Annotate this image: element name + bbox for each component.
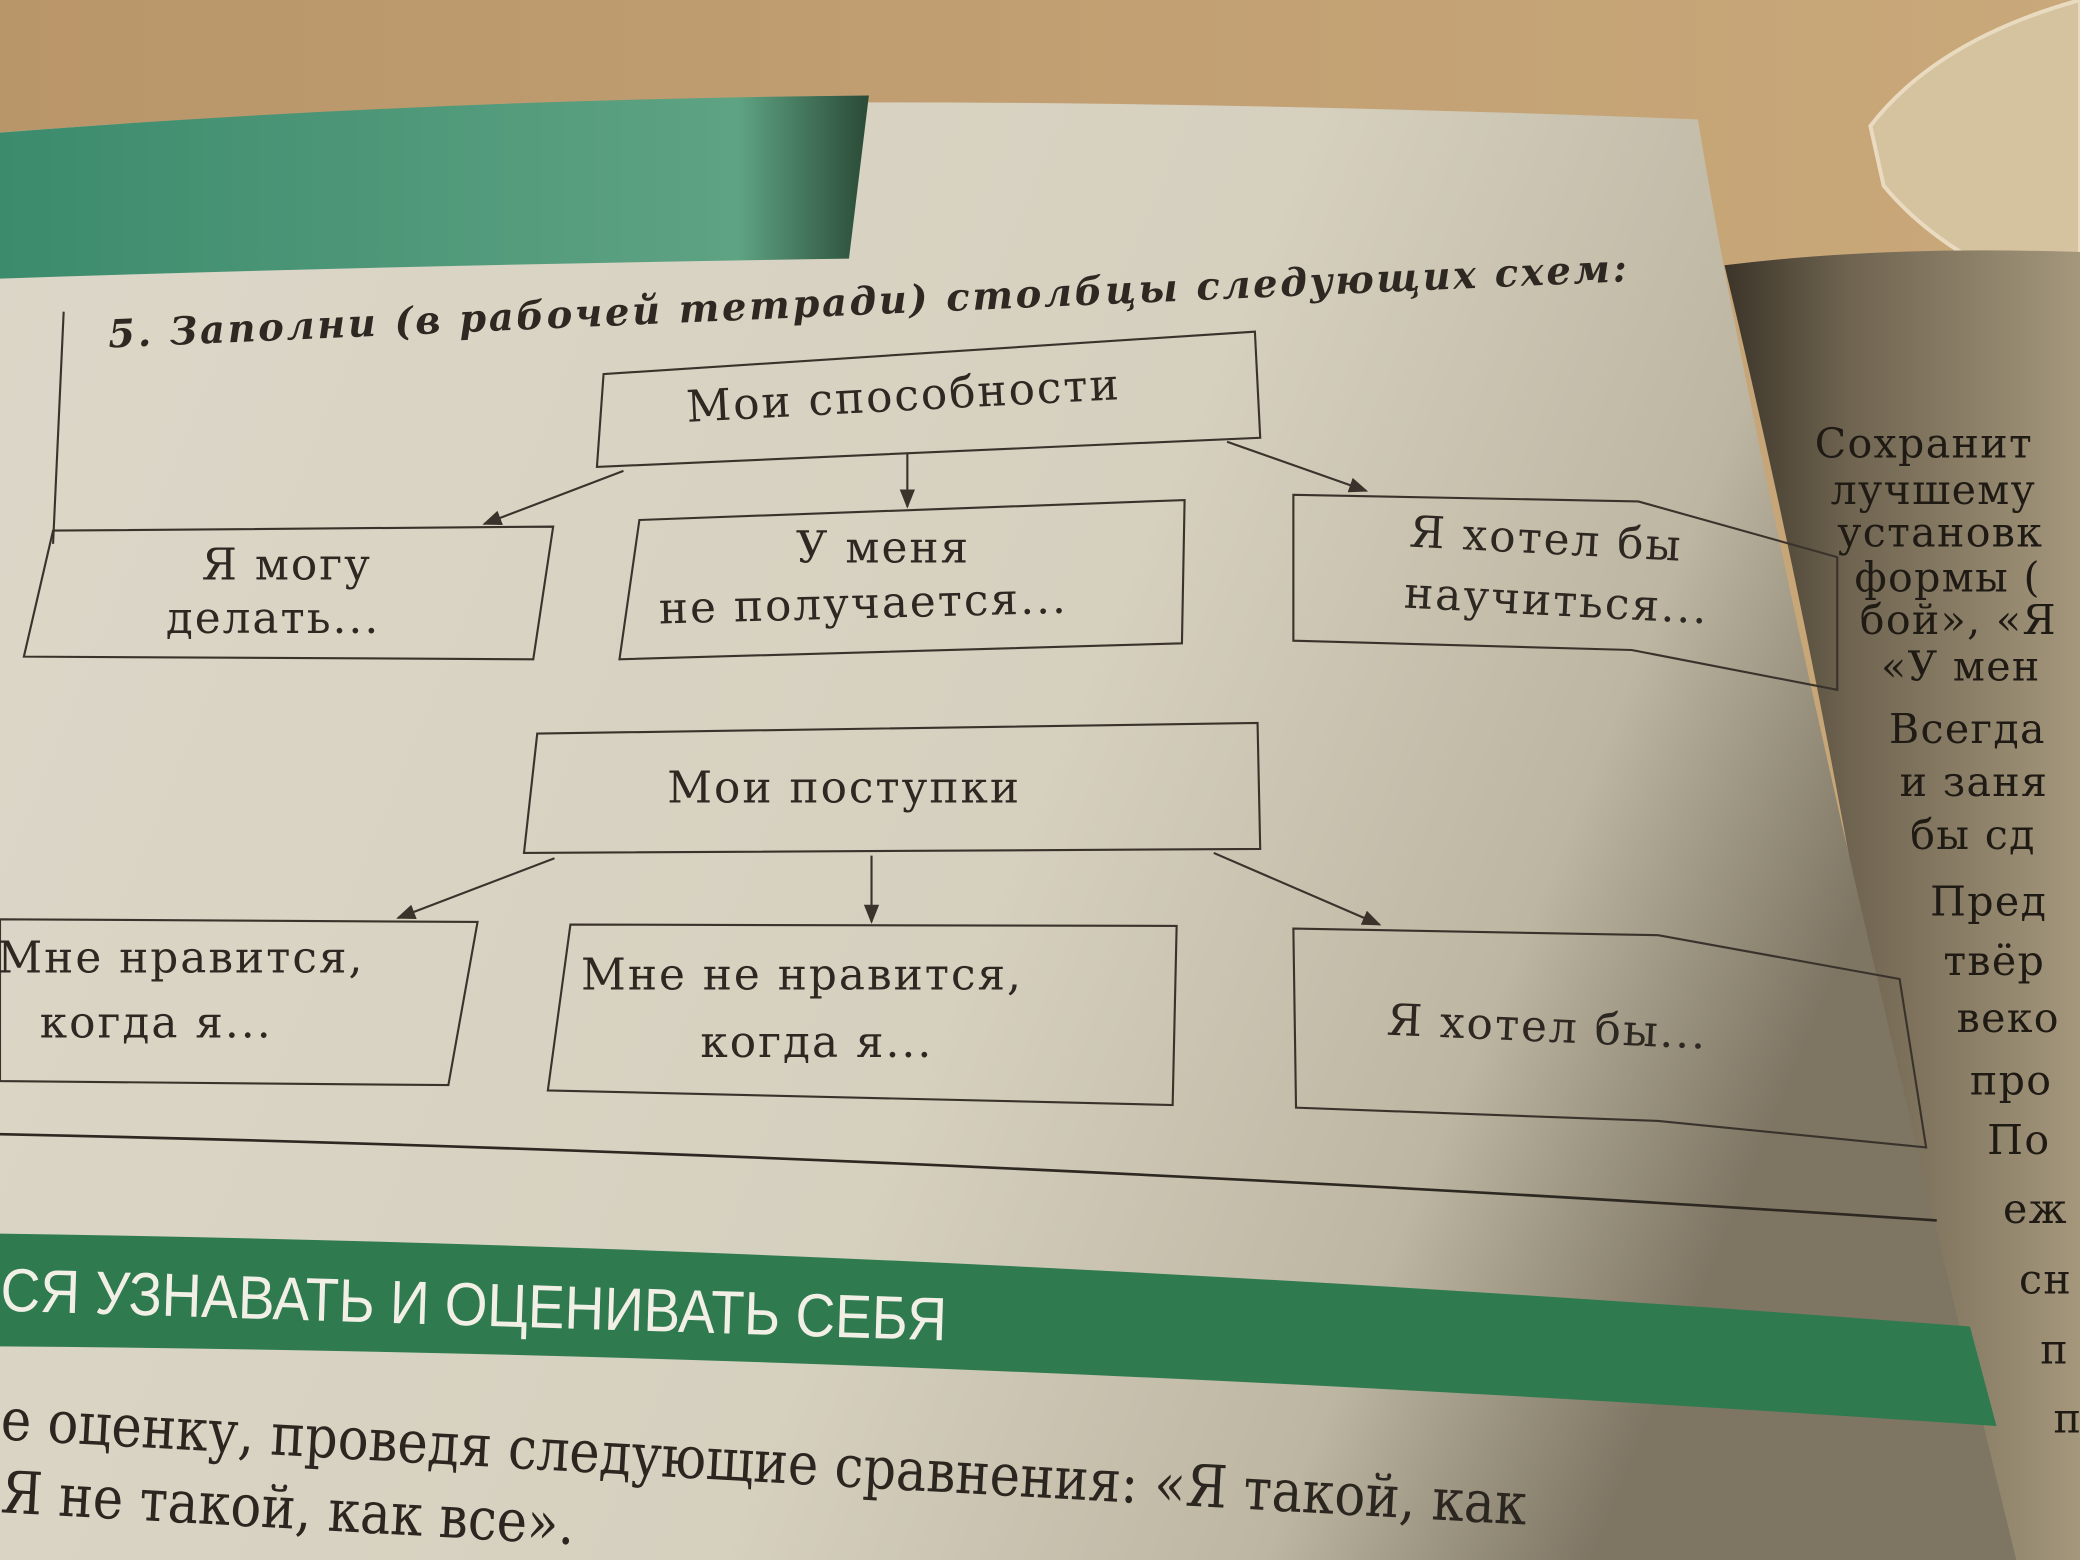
right-page-line: сн: [2019, 1255, 2072, 1303]
child-label: когда я...: [40, 997, 273, 1048]
arrow-icon: [396, 857, 555, 919]
arrow-icon: [1226, 440, 1369, 493]
child-label: Мне нравится,: [0, 932, 364, 983]
child-box: [1292, 493, 1839, 692]
right-page-line: формы (: [1854, 554, 2040, 602]
right-page-line: По: [1987, 1116, 2050, 1164]
child-label: не получается...: [658, 573, 1068, 635]
right-page-line: п: [2053, 1395, 2080, 1443]
child-label: Я могу: [202, 540, 372, 591]
right-page-text: Сохранит лучшему установк формы ( бой», …: [1815, 420, 2080, 1443]
right-page-line: Всегда: [1889, 705, 2046, 753]
right-page-line: еж: [2003, 1185, 2068, 1233]
header-band: [0, 95, 869, 279]
section-banner: [0, 1233, 1997, 1427]
right-page-line: веко: [1957, 994, 2060, 1042]
margin-rule: [52, 311, 65, 544]
divider-line: [0, 1132, 1937, 1222]
right-page-line: Сохранит: [1815, 420, 2033, 468]
right-page-line: «У мен: [1881, 643, 2041, 691]
child-label: делать...: [166, 593, 380, 644]
right-page: [1724, 250, 2080, 1560]
right-page-line: бы сд: [1910, 811, 2036, 859]
right-page-line: и заня: [1900, 758, 2049, 806]
child-box: [1292, 927, 1928, 1149]
right-page-line: про: [1970, 1056, 2052, 1104]
child-box: [0, 918, 479, 1087]
child-box: [546, 923, 1178, 1107]
root-box-abilities: [595, 330, 1262, 469]
right-page-line: бой», «Я: [1860, 596, 2057, 644]
plastic-case: [1868, 0, 2080, 308]
child-box: [22, 525, 555, 661]
arrow-icon: [482, 469, 624, 525]
right-page-line: Пред: [1930, 877, 2047, 925]
right-page-line: установк: [1837, 509, 2043, 557]
right-page-line: п: [2040, 1326, 2069, 1374]
child-label: У меня: [796, 522, 970, 573]
child-label: когда я...: [700, 1017, 933, 1068]
child-box: [618, 499, 1186, 661]
right-page-line: лучшему: [1831, 466, 2036, 514]
child-label: Мне не нравится,: [581, 950, 1023, 1001]
arrow-icon: [1213, 851, 1382, 926]
root-box-actions: [522, 721, 1262, 855]
right-page-line: твёр: [1943, 937, 2045, 985]
root-label: Мои поступки: [667, 763, 1021, 814]
